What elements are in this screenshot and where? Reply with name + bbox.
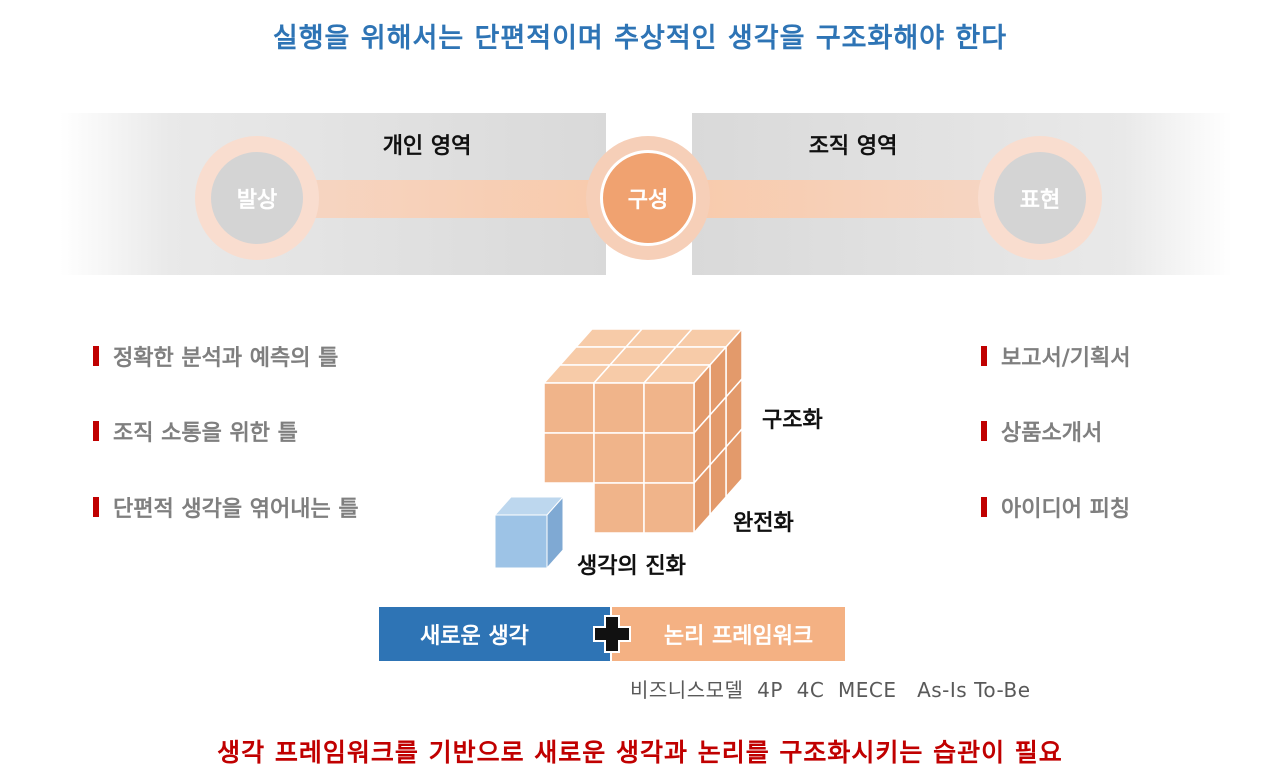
new-thinking-box: 새로운 생각 bbox=[379, 607, 610, 661]
bullet-marker bbox=[981, 421, 987, 441]
page-title: 실행을 위해서는 단편적이며 추상적인 생각을 구조화해야 한다 bbox=[272, 23, 1008, 54]
list-item-text: 아이디어 피칭 bbox=[1001, 497, 1131, 522]
personal-zone-label: 개인 영역 bbox=[382, 134, 472, 159]
small-blue-cube bbox=[493, 495, 565, 570]
list-item-text: 정확한 분석과 예측의 틀 bbox=[113, 346, 339, 371]
structuring-label: 구조화 bbox=[762, 408, 823, 433]
list-item-text: 단편적 생각을 엮어내는 틀 bbox=[113, 497, 359, 522]
framework-examples: 비즈니스모델 4P 4C MECE As-Is To-Be bbox=[630, 678, 1031, 702]
evolution-label: 생각의 진화 bbox=[577, 554, 686, 579]
list-item-text: 보고서/기획서 bbox=[1001, 346, 1131, 371]
bullet-marker bbox=[93, 497, 99, 517]
list-item: 정확한 분석과 예측의 틀 bbox=[93, 340, 338, 372]
cube-front-face bbox=[593, 382, 645, 434]
list-item: 상품소개서 bbox=[981, 415, 1102, 447]
cube-front-face bbox=[593, 432, 645, 484]
cube-front-face bbox=[543, 382, 595, 434]
organization-zone-label: 조직 영역 bbox=[808, 134, 898, 159]
ideation-stage: 발상 bbox=[211, 152, 303, 244]
bullet-marker bbox=[93, 346, 99, 366]
cube-front-face bbox=[643, 482, 695, 534]
rubiks-cube bbox=[542, 327, 744, 535]
new-thinking-label: 새로운 생각 bbox=[420, 624, 529, 649]
expression-label: 표현 bbox=[1019, 188, 1061, 213]
bullet-marker bbox=[93, 421, 99, 441]
list-item: 아이디어 피칭 bbox=[981, 491, 1130, 523]
cube-front-face bbox=[643, 382, 695, 434]
list-item: 보고서/기획서 bbox=[981, 340, 1130, 372]
bullet-marker bbox=[981, 346, 987, 366]
plus-icon bbox=[593, 615, 631, 653]
composition-stage: 구성 bbox=[600, 150, 696, 246]
cube-front-face bbox=[643, 432, 695, 484]
ideation-label: 발상 bbox=[236, 188, 278, 213]
logic-framework-box: 논리 프레임워크 bbox=[612, 607, 845, 661]
expression-stage: 표현 bbox=[994, 152, 1086, 244]
cube-illustration bbox=[493, 327, 744, 570]
logic-framework-label: 논리 프레임워크 bbox=[663, 624, 814, 649]
cube-front-face bbox=[593, 482, 645, 534]
list-item: 단편적 생각을 엮어내는 틀 bbox=[93, 491, 359, 523]
list-item-text: 상품소개서 bbox=[1001, 421, 1103, 446]
list-item-text: 조직 소통을 위한 틀 bbox=[113, 421, 298, 446]
bullet-marker bbox=[981, 497, 987, 517]
composition-label: 구성 bbox=[627, 188, 669, 213]
list-item: 조직 소통을 위한 틀 bbox=[93, 415, 298, 447]
completion-label: 완전화 bbox=[733, 511, 794, 536]
cube-front-face bbox=[543, 432, 595, 484]
conclusion-text: 생각 프레임워크를 기반으로 새로운 생각과 논리를 구조화시키는 습관이 필요 bbox=[217, 738, 1063, 767]
